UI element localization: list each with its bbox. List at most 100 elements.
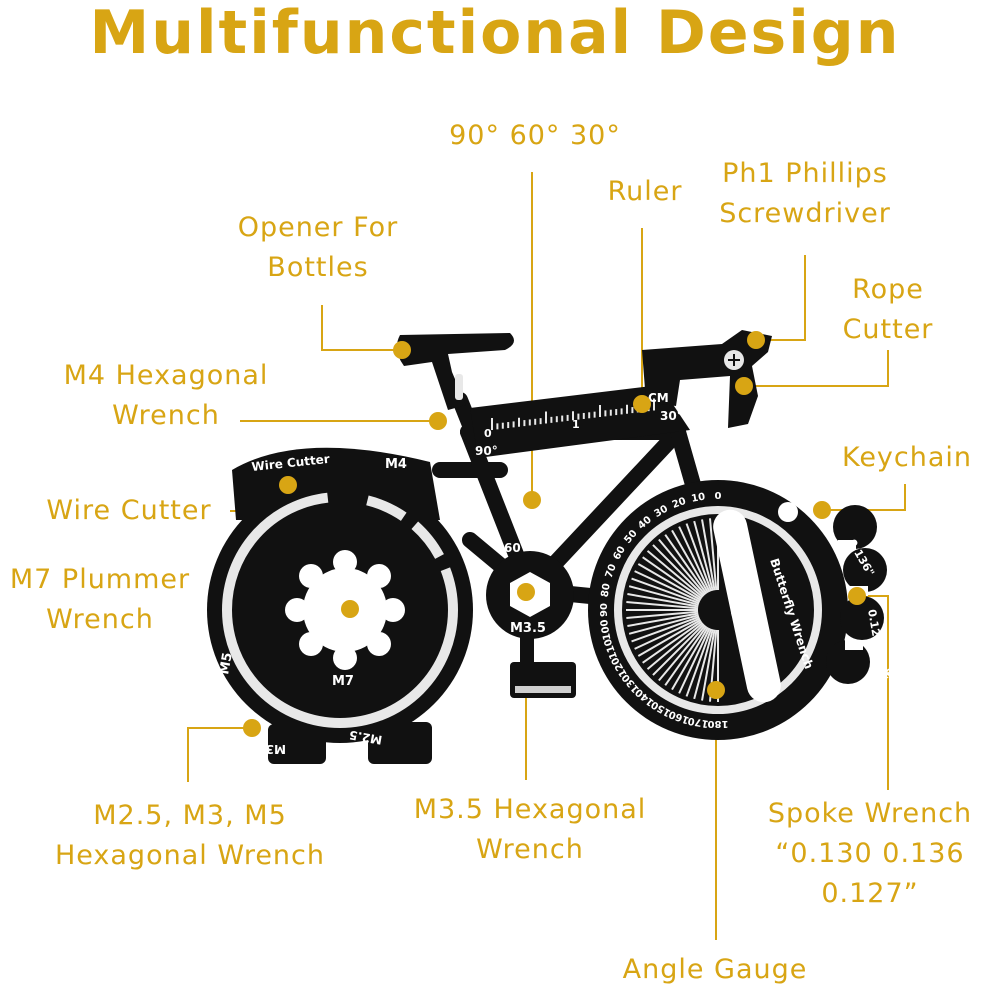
protractor-ray <box>646 550 704 598</box>
marker-m4 <box>429 412 447 430</box>
protractor-tick-label: 80 <box>600 582 613 598</box>
marker-opener <box>393 341 411 359</box>
label-m7-line1: M7 Plummer <box>9 564 191 595</box>
markers <box>243 331 866 737</box>
marker-angle-gauge <box>707 681 725 699</box>
protractor-ray <box>627 612 699 627</box>
label-spoke-line2: “0.130 0.136 <box>775 838 965 869</box>
label-spoke-line1: Spoke Wrench <box>767 798 973 829</box>
page-title: Multifunctional Design <box>89 0 901 68</box>
protractor-ray <box>678 526 711 593</box>
label-opener: Opener For Bottles <box>218 208 418 288</box>
protractor-ray <box>628 585 699 606</box>
label-phillips-line1: Ph1 Phillips <box>722 158 888 189</box>
marker-m7 <box>341 600 359 618</box>
engr-m3: M3 <box>266 742 286 756</box>
protractor-ray <box>626 610 699 620</box>
marker-m35 <box>517 583 535 601</box>
protractor-tick-label: 90 <box>599 603 610 617</box>
engr-90: 90° <box>475 444 498 458</box>
butterfly-wrench-slot <box>713 509 781 703</box>
leader-m25 <box>187 727 252 782</box>
protractor-ray <box>693 520 714 591</box>
protractor-ray <box>634 570 701 603</box>
rear-fender <box>232 447 440 520</box>
label-phillips: Ph1 Phillips Screwdriver <box>700 154 910 234</box>
marker-spoke <box>848 587 866 605</box>
label-m4-line1: M4 Hexagonal <box>63 360 269 391</box>
label-wire-cutter-text: Wire Cutter <box>46 495 212 526</box>
label-angle-gauge: Angle Gauge <box>610 950 820 990</box>
protractor-tick-label: 70 <box>604 563 619 580</box>
marker-m25 <box>243 719 261 737</box>
label-rope-line2: Cutter <box>842 314 934 345</box>
protractor-ray <box>628 614 699 635</box>
protractor-tick-label: 20 <box>671 496 688 511</box>
protractor-ray <box>634 617 701 650</box>
protractor-ray <box>658 624 706 682</box>
label-m25-line1: M2.5, M3, M5 <box>93 800 287 831</box>
protractor-ray <box>685 523 713 592</box>
protractor-ray <box>671 529 709 594</box>
label-rope: Rope Cutter <box>826 270 950 350</box>
label-rope-line1: Rope <box>852 274 924 305</box>
protractor-ray <box>646 622 704 670</box>
engr-m4: M4 <box>385 457 407 472</box>
label-ruler: Ruler <box>585 172 705 212</box>
engr-r0: 0 <box>484 427 492 440</box>
label-opener-line2: Bottles <box>267 252 369 283</box>
bike-tool-body <box>207 330 887 764</box>
label-wire-cutter: Wire Cutter <box>24 491 234 531</box>
m3-tab <box>268 724 326 764</box>
label-keychain: Keychain <box>832 438 982 478</box>
m25-tab <box>368 722 432 764</box>
label-m35: M3.5 Hexagonal Wrench <box>395 790 665 870</box>
protractor-ray <box>631 577 700 605</box>
protractor-tick-label: 170 <box>687 715 710 729</box>
protractor-ray <box>701 629 716 701</box>
marker-wire-cutter <box>279 476 297 494</box>
label-spoke-line3: 0.127” <box>821 878 919 909</box>
engr-30: 30° <box>660 409 683 423</box>
protractor-ray <box>642 620 703 664</box>
label-m4: M4 Hexagonal Wrench <box>48 356 284 436</box>
label-ruler-text: Ruler <box>607 176 683 207</box>
protractor-tick-label: 0 <box>715 491 722 502</box>
label-keychain-text: Keychain <box>841 442 973 473</box>
label-m4-line2: Wrench <box>112 400 220 431</box>
marker-keychain <box>813 501 831 519</box>
marker-rope <box>735 377 753 395</box>
protractor-ray <box>664 534 708 595</box>
leader-rope <box>745 350 889 387</box>
protractor-ray <box>637 563 702 601</box>
protractor-tick-label: 180 <box>708 718 729 729</box>
engr-60: 60° <box>504 541 527 555</box>
leader-opener <box>321 305 402 351</box>
pedal-arm <box>520 630 534 670</box>
protractor-ray <box>693 629 714 700</box>
marker-angles <box>523 491 541 509</box>
label-m7: M7 Plummer Wrench <box>0 560 200 640</box>
protractor-ray <box>642 556 703 600</box>
protractor-tick-label: 10 <box>690 492 706 505</box>
label-angles-text: 90° 60° 30° <box>449 120 621 151</box>
protractor-ray <box>664 625 708 686</box>
label-m35-line2: Wrench <box>476 834 584 865</box>
engr-r1: 1 <box>572 418 580 431</box>
engr-m7: M7 <box>332 674 354 689</box>
protractor-tick-label: 100 <box>599 618 613 641</box>
marker-ruler <box>633 395 651 413</box>
label-spoke: Spoke Wrench “0.130 0.136 0.127” <box>752 794 988 914</box>
label-opener-line1: Opener For <box>237 212 399 243</box>
engr-m25: M2.5 <box>348 728 383 748</box>
label-m7-line2: Wrench <box>46 604 154 635</box>
saddle <box>396 333 514 410</box>
protractor-ray <box>652 623 705 676</box>
engr-cm: CM <box>648 391 669 405</box>
leader-phillips <box>756 255 806 341</box>
protractor-ray <box>685 628 713 697</box>
label-m35-line1: M3.5 Hexagonal <box>413 794 647 825</box>
label-angles: 90° 60° 30° <box>420 116 650 156</box>
label-m25: M2.5, M3, M5 Hexagonal Wrench <box>30 796 350 876</box>
